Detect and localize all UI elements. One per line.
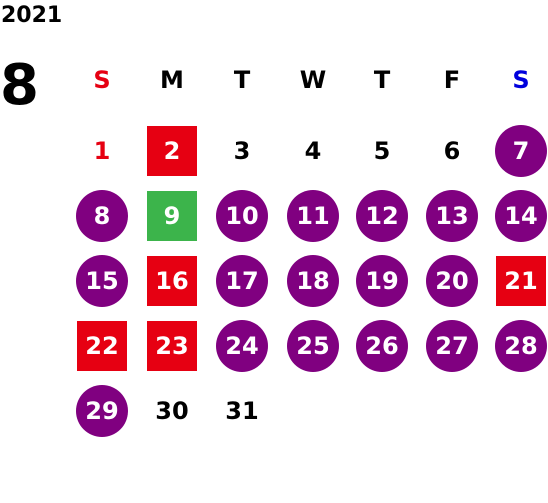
calendar-year: 2021 bbox=[1, 3, 63, 28]
weekday-fri: F bbox=[443, 66, 461, 94]
day-cell-26[interactable]: 26 bbox=[356, 320, 408, 372]
day-cell-7[interactable]: 7 bbox=[495, 125, 547, 177]
day-cell-11[interactable]: 11 bbox=[287, 190, 339, 242]
day-cell-20[interactable]: 20 bbox=[426, 255, 478, 307]
weekday-sat: S bbox=[512, 66, 530, 94]
day-cell-8[interactable]: 8 bbox=[76, 190, 128, 242]
day-cell-21[interactable]: 21 bbox=[496, 256, 546, 306]
day-cell-3[interactable]: 3 bbox=[233, 137, 251, 165]
day-cell-12[interactable]: 12 bbox=[356, 190, 408, 242]
day-cell-18[interactable]: 18 bbox=[287, 255, 339, 307]
day-cell-14[interactable]: 14 bbox=[495, 190, 547, 242]
weekday-wed: W bbox=[299, 66, 327, 94]
weekday-sun: S bbox=[93, 66, 111, 94]
day-cell-13[interactable]: 13 bbox=[426, 190, 478, 242]
weekday-mon: M bbox=[160, 66, 184, 94]
day-cell-24[interactable]: 24 bbox=[216, 320, 268, 372]
day-cell-16[interactable]: 16 bbox=[147, 256, 197, 306]
day-cell-5[interactable]: 5 bbox=[373, 137, 391, 165]
weekday-tue: T bbox=[233, 66, 251, 94]
day-cell-9[interactable]: 9 bbox=[147, 191, 197, 241]
day-cell-31[interactable]: 31 bbox=[225, 397, 259, 425]
day-cell-6[interactable]: 6 bbox=[443, 137, 461, 165]
day-cell-1[interactable]: 1 bbox=[93, 137, 111, 165]
weekday-thu: T bbox=[373, 66, 391, 94]
day-cell-30[interactable]: 30 bbox=[155, 397, 189, 425]
day-cell-2[interactable]: 2 bbox=[147, 126, 197, 176]
day-cell-4[interactable]: 4 bbox=[304, 137, 322, 165]
day-cell-19[interactable]: 19 bbox=[356, 255, 408, 307]
day-cell-29[interactable]: 29 bbox=[76, 385, 128, 437]
day-cell-27[interactable]: 27 bbox=[426, 320, 478, 372]
calendar-month: 8 bbox=[0, 53, 39, 118]
day-cell-10[interactable]: 10 bbox=[216, 190, 268, 242]
day-cell-15[interactable]: 15 bbox=[76, 255, 128, 307]
day-cell-28[interactable]: 28 bbox=[495, 320, 547, 372]
day-cell-17[interactable]: 17 bbox=[216, 255, 268, 307]
day-cell-22[interactable]: 22 bbox=[77, 321, 127, 371]
day-cell-23[interactable]: 23 bbox=[147, 321, 197, 371]
day-cell-25[interactable]: 25 bbox=[287, 320, 339, 372]
